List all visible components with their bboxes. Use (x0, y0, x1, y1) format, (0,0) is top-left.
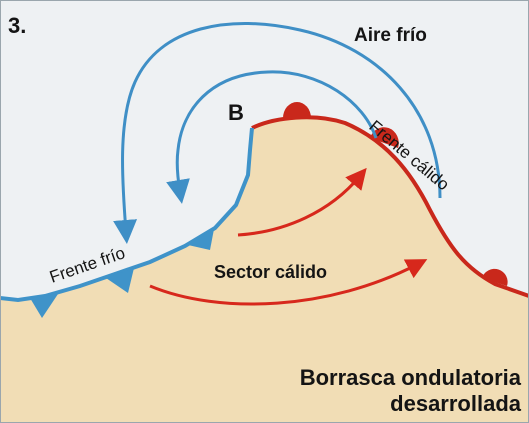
title-line-2: desarrollada (390, 391, 522, 416)
warm-sector-region (0, 117, 529, 423)
cold-air-label: Aire frío (354, 25, 427, 46)
cold-air-arrow-inner (166, 70, 378, 204)
warm-front-bump (370, 127, 399, 148)
cold-front-triangle (30, 294, 58, 318)
title-line-1: Borrasca ondulatoria (300, 365, 522, 390)
warm-sector-label: Sector cálido (214, 262, 327, 282)
cold-front-symbols (30, 229, 214, 318)
low-pressure-center-label: B (228, 100, 244, 125)
warm-front-bump (283, 102, 311, 118)
warm-air-arrow-upper (237, 167, 367, 237)
warm-front-symbols (283, 102, 508, 286)
figure-number: 3. (8, 13, 26, 38)
cold-front-triangle (106, 268, 134, 293)
warm-air-arrow-lower (149, 259, 428, 306)
cold-air-arrow-outer (113, 21, 442, 244)
warm-front-bump (482, 268, 508, 286)
cold-front-triangle (188, 229, 214, 250)
